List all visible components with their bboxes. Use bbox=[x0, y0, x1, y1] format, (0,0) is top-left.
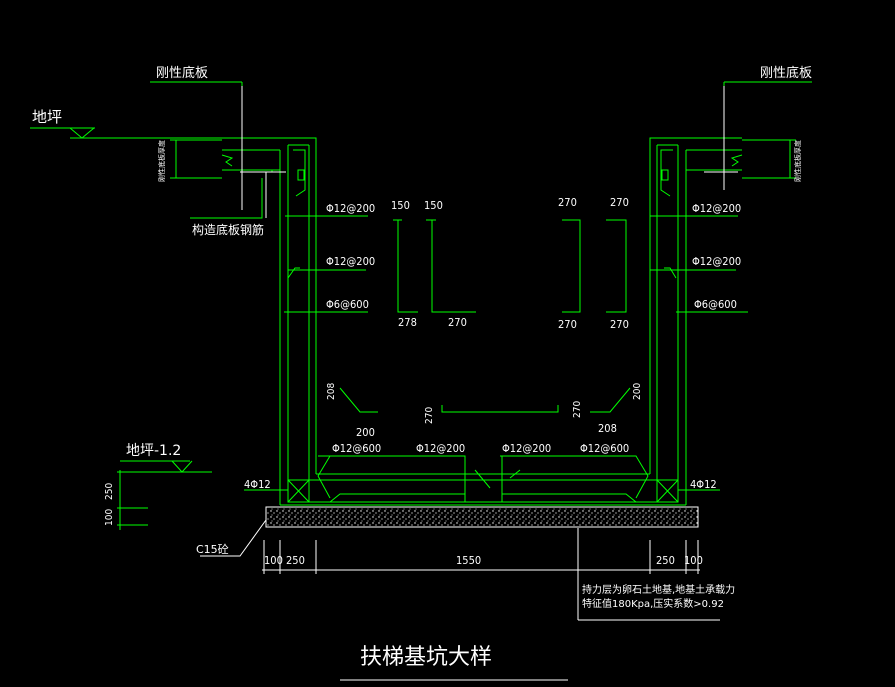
dim-s2-bot: 270 bbox=[448, 316, 467, 329]
label-rigid-base-right: 刚性底板 bbox=[760, 65, 812, 81]
bar-shape-1 bbox=[397, 220, 418, 313]
left-wall-inner-line bbox=[222, 137, 317, 474]
rebar-label-corner-left: 4Φ12 bbox=[244, 478, 271, 491]
dim-100-left: 100 bbox=[264, 554, 283, 567]
dim-u-right: 270 bbox=[572, 401, 583, 418]
rebar-label-l2: Φ12@200 bbox=[326, 255, 375, 268]
dim-s2-top: 150 bbox=[424, 199, 443, 212]
label-c15: C15砼 bbox=[196, 543, 229, 556]
overall-dimensions: 100 250 1550 250 100 250 100 bbox=[104, 483, 703, 567]
dim-u-left: 270 bbox=[424, 407, 435, 424]
rebar-label-corner-right: 4Φ12 bbox=[690, 478, 717, 491]
bar-shape-4 bbox=[606, 219, 627, 313]
dim-250-left: 250 bbox=[286, 554, 305, 567]
rebar-label-l1: Φ12@200 bbox=[326, 202, 375, 215]
shape-dimensions: 150 278 150 270 270 270 270 270 208 200 … bbox=[326, 196, 643, 439]
dim-s4-top: 270 bbox=[610, 196, 629, 209]
rebar-label-r2: Φ12@200 bbox=[692, 255, 741, 268]
dim-250-right: 250 bbox=[656, 554, 675, 567]
bar-shape-3 bbox=[562, 219, 581, 313]
u-shape-bar bbox=[441, 405, 559, 413]
drawing-title: 扶梯基坑大样 bbox=[360, 645, 492, 670]
rebar-label-b4: Φ12@600 bbox=[580, 442, 629, 455]
bar-shape-2 bbox=[431, 220, 476, 313]
label-construct-rebar: 构造底板钢筋 bbox=[192, 222, 264, 237]
note-line-1: 持力层为卵石土地基,地基土承载力 bbox=[582, 583, 735, 596]
label-side-right: 刚性底板厚度 bbox=[793, 140, 802, 182]
rebar-label-b3: Φ12@200 bbox=[502, 442, 551, 455]
dim-hook-left-h: 200 bbox=[356, 426, 375, 439]
pit-structure bbox=[30, 81, 812, 530]
rebar-label-r1: Φ12@200 bbox=[692, 202, 741, 215]
c15-concrete-base bbox=[265, 506, 699, 528]
rebar-label-b2: Φ12@200 bbox=[416, 442, 465, 455]
note-line-2: 特征值180Kpa,压实系数>0.92 bbox=[582, 597, 724, 610]
rebar-labels: Φ12@200 Φ12@200 Φ6@600 Φ12@200 Φ12@200 Φ… bbox=[244, 202, 741, 491]
hook-shape-right bbox=[590, 387, 631, 413]
rebar-label-r3: Φ6@600 bbox=[694, 298, 737, 311]
dim-s1-top: 150 bbox=[391, 199, 410, 212]
rebar-label-l3: Φ6@600 bbox=[326, 298, 369, 311]
dim-s3-top: 270 bbox=[558, 196, 577, 209]
dim-1550: 1550 bbox=[456, 554, 481, 567]
right-wall-inner-line bbox=[649, 137, 742, 474]
dim-s1-bot: 278 bbox=[398, 316, 417, 329]
rebar-label-b1: Φ12@600 bbox=[332, 442, 381, 455]
dim-250-vertical: 250 bbox=[104, 483, 115, 500]
label-ground: 地坪 bbox=[32, 108, 62, 126]
dimension-lines bbox=[200, 86, 738, 681]
hook-shape-left bbox=[339, 387, 378, 413]
dim-hook-right-v: 200 bbox=[632, 383, 643, 400]
label-side-left: 刚性底板厚度 bbox=[157, 140, 166, 182]
dim-s3-bot: 270 bbox=[558, 318, 577, 331]
dim-100-right: 100 bbox=[684, 554, 703, 567]
labels: 刚性底板 刚性底板 地坪 地坪-1.2 构造底板钢筋 C15砼 刚性底板厚度 刚… bbox=[32, 65, 812, 670]
label-ground-level: 地坪-1.2 bbox=[126, 443, 181, 459]
dim-s4-bot: 270 bbox=[610, 318, 629, 331]
dim-hook-right-h: 208 bbox=[598, 422, 617, 435]
dim-hook-left-v: 208 bbox=[326, 383, 337, 400]
label-rigid-base-left: 刚性底板 bbox=[156, 65, 208, 81]
dim-100-vertical: 100 bbox=[104, 509, 115, 526]
